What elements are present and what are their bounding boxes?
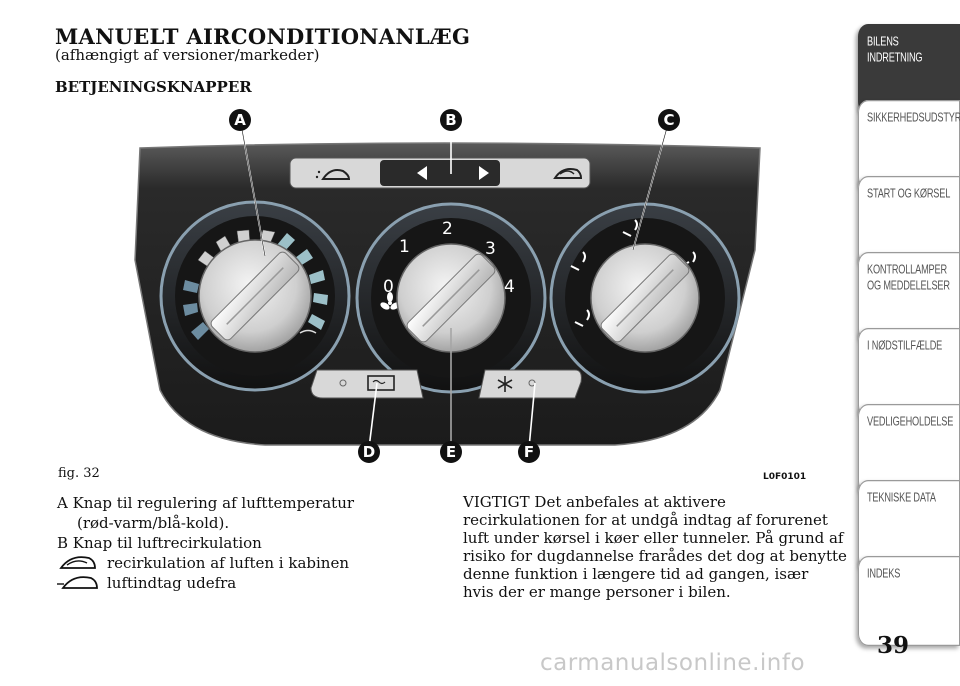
legend-b-sub2: luftindtag udefra — [107, 574, 237, 592]
tab-tekniske-data[interactable]: TEKNISKE DATA — [858, 480, 960, 570]
figure-code: L0F0101 — [763, 472, 807, 482]
rear-defrost-button-D — [310, 369, 424, 399]
important-line: luft under kørsel i køer eller tunneler.… — [463, 529, 844, 547]
fan-level-3: 3 — [485, 239, 496, 259]
callout-E — [440, 441, 462, 463]
temperature-knob-A — [159, 200, 351, 392]
important-line: VIGTIGT Det anbefales at aktivere — [463, 493, 726, 511]
important-line: denne funktion i længere tid ad gangen, … — [463, 565, 809, 583]
tab-indeks[interactable]: INDEKS — [858, 556, 960, 646]
fan-level-0: 0 — [383, 277, 394, 297]
page-subtitle: (afhængigt af versioner/markeder) — [55, 46, 320, 64]
page-title: MANUELT AIRCONDITIONANLÆG — [55, 24, 471, 49]
airflow-face-icon — [570, 219, 638, 271]
fan-level-1: 1 — [399, 237, 410, 257]
rear-defrost-icon — [367, 375, 395, 391]
svg-text:E: E — [446, 443, 456, 461]
callout-A — [229, 109, 251, 131]
important-line: risiko for dugdannelse frarådes det dog … — [463, 547, 847, 565]
air-distribution-knob-C — [549, 202, 741, 394]
tab-i-nodstilfaelde[interactable]: I NØDSTILFÆLDE — [858, 328, 960, 418]
figure-caption: fig. 32 — [58, 466, 100, 481]
important-line: recirkulationen for at undgå indtag af f… — [463, 511, 828, 529]
svg-text:F: F — [524, 443, 534, 461]
legend-a-line1: A Knap til regulering af lufttemperatur — [57, 494, 355, 512]
legend-b-sub1: recirkulation af luften i kabinen — [107, 554, 349, 572]
fan-level-4: 4 — [504, 277, 515, 297]
important-note: VIGTIGT Det anbefales at aktivere recirk… — [463, 493, 847, 601]
legend-b-line: B Knap til luftrecirkulation — [57, 534, 262, 552]
outside-air-icon — [57, 576, 98, 589]
ac-snowflake-icon — [497, 376, 513, 392]
tab-start-og-korsel[interactable]: START OG KØRSEL — [858, 176, 960, 266]
callout-F — [518, 441, 540, 463]
ac-button-F — [478, 369, 582, 399]
outside-air-icon — [321, 169, 351, 180]
section-heading: BETJENINGSKNAPPER — [55, 78, 252, 96]
legend: A Knap til regulering af lufttemperatur … — [57, 493, 437, 593]
legend-b-outside: luftindtag udefra — [57, 573, 437, 593]
recirculation-icon — [553, 168, 583, 179]
callout-B — [440, 109, 462, 131]
fan-level-2: 2 — [442, 219, 453, 239]
callout-C — [658, 109, 680, 131]
recirculation-icon — [59, 556, 96, 569]
svg-text:A: A — [234, 111, 246, 129]
tab-sikkerhedsudstyr[interactable]: SIKKERHEDSUDSTYR — [858, 100, 960, 190]
legend-b-recirc: recirkulation af luften i kabinen — [57, 553, 437, 573]
legend-a-line2: (rød-varm/blå-kold). — [77, 514, 230, 532]
page-number: 39 — [877, 632, 910, 659]
fan-speed-knob-E: 0 1 2 3 4 — [355, 202, 547, 394]
svg-text:D: D — [363, 443, 375, 461]
watermark: carmanualsonline.info — [540, 650, 806, 676]
callout-D — [358, 441, 380, 463]
climate-control-figure: 0 1 2 3 4 — [55, 100, 822, 486]
tab-vedligeholdelse[interactable]: VEDLIGEHOLDELSE — [858, 404, 960, 494]
windscreen-defrost-icon — [299, 329, 317, 334]
svg-text:C: C — [663, 111, 674, 129]
important-line: hvis der er mange personer i bilen. — [463, 583, 731, 601]
svg-text:B: B — [445, 111, 456, 129]
